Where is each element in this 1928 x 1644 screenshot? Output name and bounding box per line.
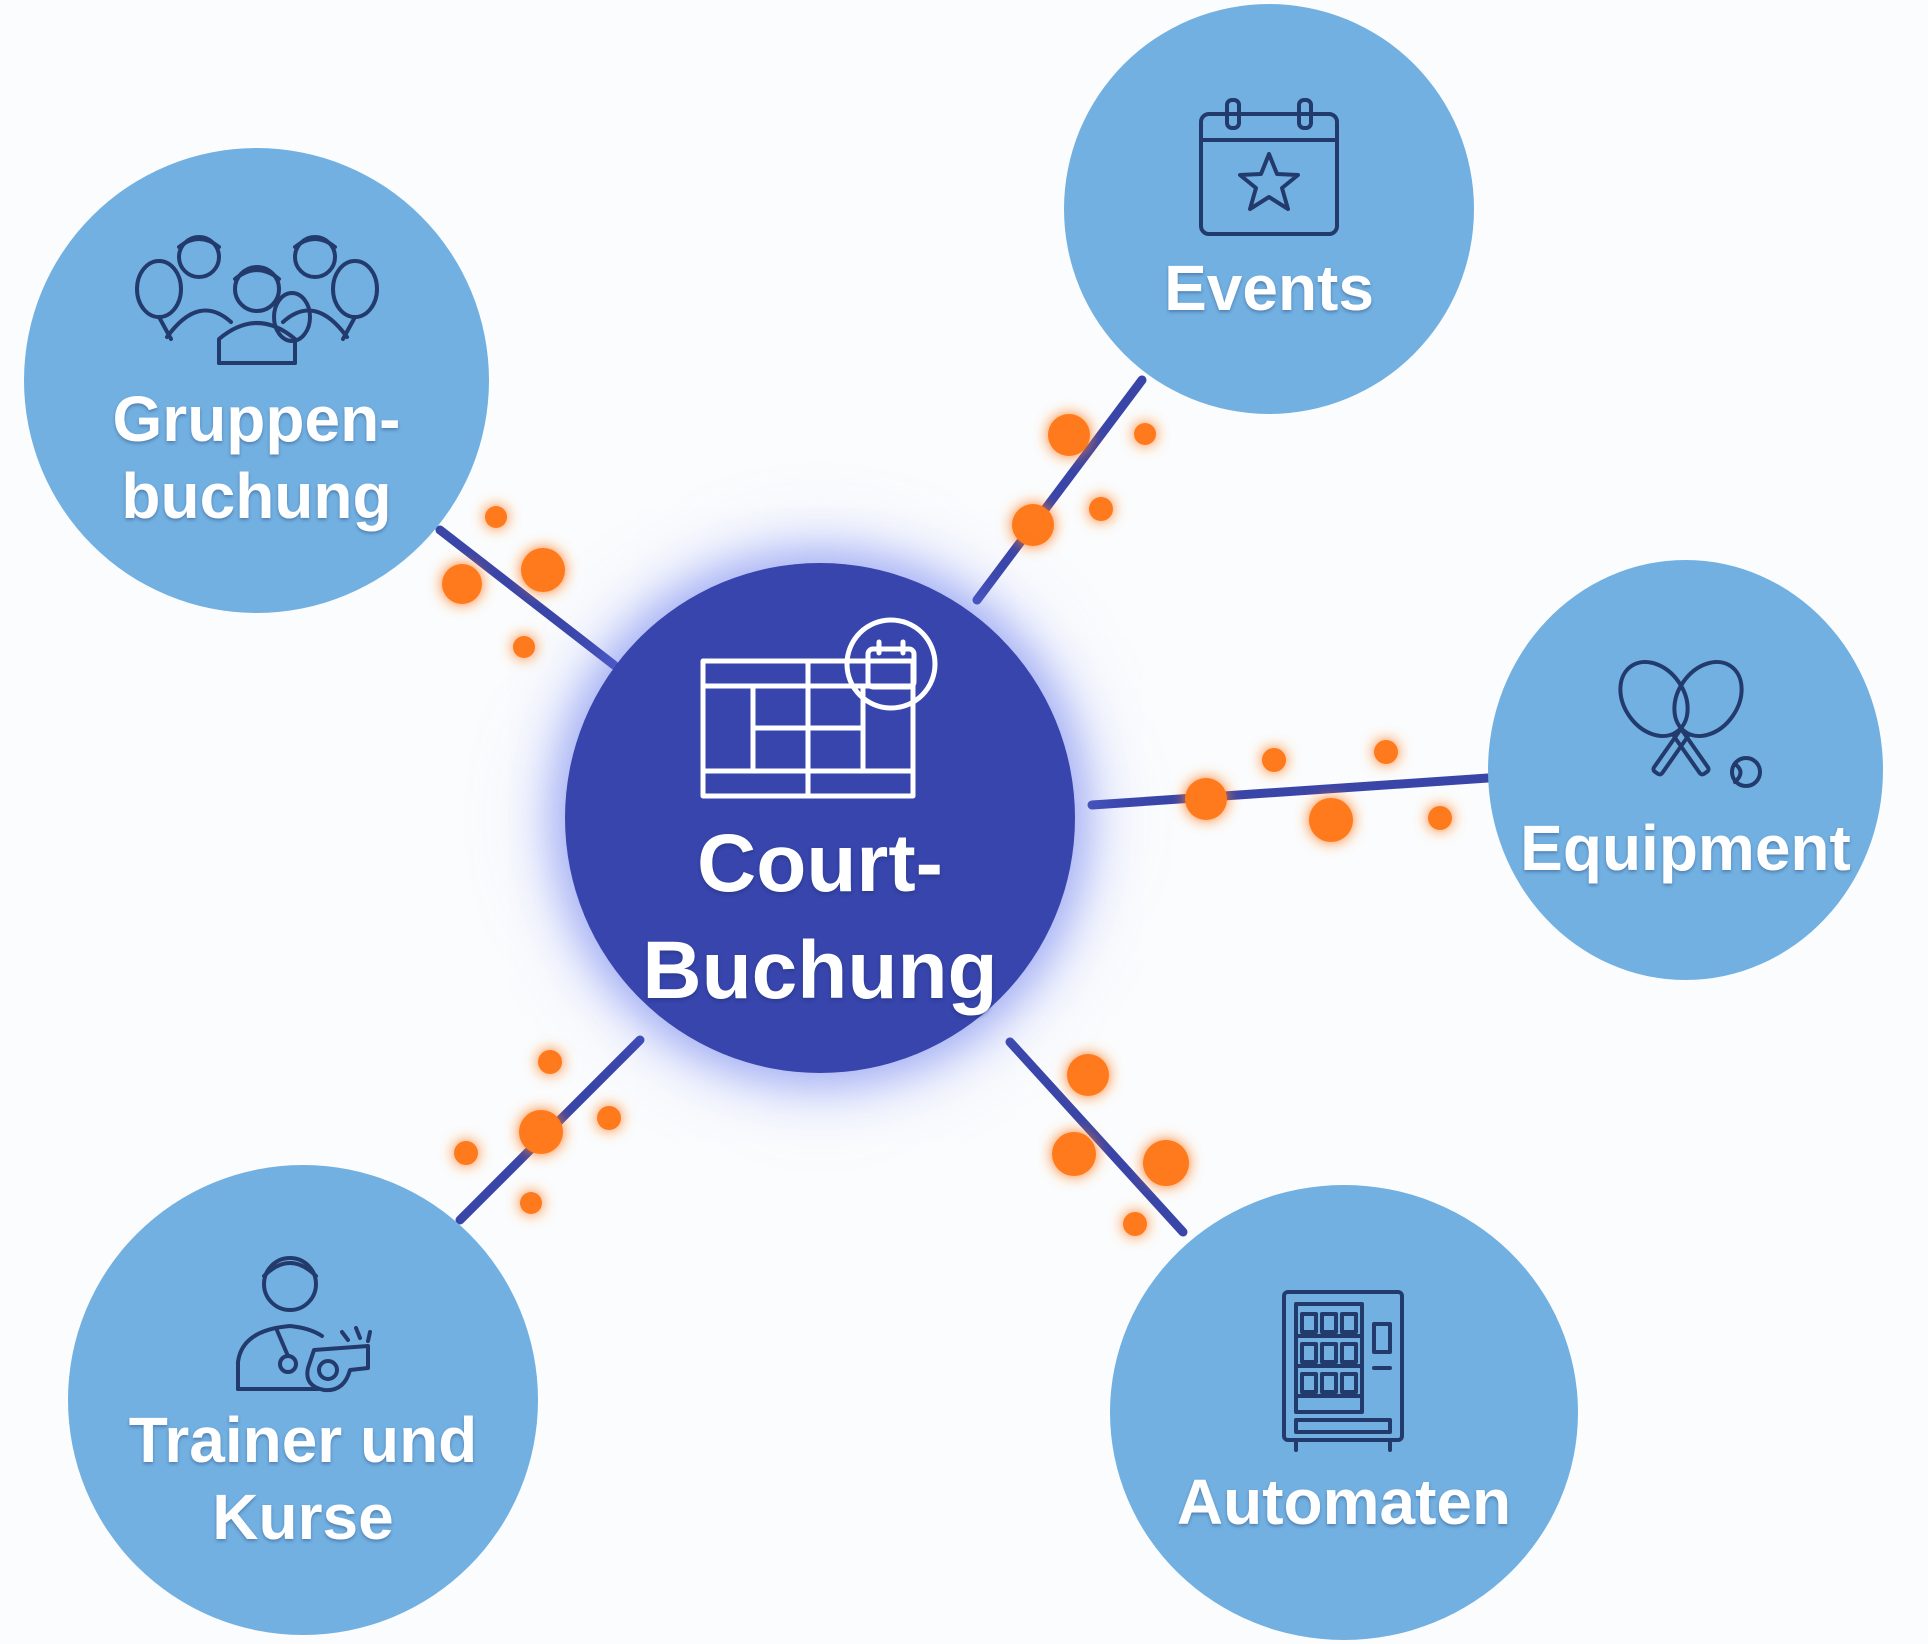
node-automaten: Automaten <box>1110 1185 1578 1640</box>
events-label: Events <box>1164 251 1374 324</box>
trainer-label-line1: Trainer und <box>128 1404 478 1477</box>
particle <box>454 1141 478 1165</box>
particle <box>1185 778 1227 820</box>
vending-machine-icon <box>1274 1284 1414 1454</box>
node-trainer-und-kurse: Trainer und Kurse <box>68 1165 538 1635</box>
automaten-label: Automaten <box>1176 1466 1512 1539</box>
node-gruppenbuchung: Gruppen- buchung <box>24 148 489 613</box>
particle <box>1012 504 1054 546</box>
court-calendar-icon <box>695 616 945 806</box>
particle <box>1134 423 1156 445</box>
particle <box>1143 1140 1189 1186</box>
gruppenbuchung-label-line1: Gruppen- <box>112 382 401 455</box>
connector-equipment-to-hub <box>1087 740 1493 842</box>
coach-whistle-icon <box>218 1244 388 1394</box>
particle <box>519 1110 563 1154</box>
particle <box>485 506 507 528</box>
particle <box>597 1106 621 1130</box>
particle <box>521 548 565 592</box>
trainer-label-line2: Kurse <box>212 1481 394 1553</box>
particle <box>1309 798 1353 842</box>
particle <box>1052 1132 1096 1176</box>
connector-gruppenbuchung-to-hub <box>435 506 619 670</box>
tennis-rackets-icon <box>1596 654 1776 804</box>
particle <box>1089 497 1113 521</box>
gruppenbuchung-label-line2: buchung <box>121 459 392 532</box>
particle <box>1374 740 1398 764</box>
group-players-icon <box>127 227 387 367</box>
node-equipment: Equipment <box>1488 560 1883 980</box>
particle <box>520 1192 542 1214</box>
connector-events-to-hub <box>972 375 1156 605</box>
connector-trainer-to-hub <box>454 1035 645 1225</box>
particle <box>513 636 535 658</box>
hub-label-line2: Buchung <box>642 925 998 1016</box>
equipment-label: Equipment <box>1520 811 1851 884</box>
particle <box>1048 414 1090 456</box>
connector-automaten-to-hub <box>1005 1037 1189 1237</box>
calendar-star-icon <box>1189 92 1349 242</box>
hub-label-line1: Court- <box>697 818 943 910</box>
particle <box>1428 806 1452 830</box>
particle <box>442 564 482 604</box>
node-events: Events <box>1064 4 1474 414</box>
hub-court-buchung: Court- Buchung <box>565 563 1075 1073</box>
particle <box>538 1050 562 1074</box>
particle <box>1123 1212 1147 1236</box>
particle <box>1262 748 1286 772</box>
particle <box>1067 1054 1109 1096</box>
